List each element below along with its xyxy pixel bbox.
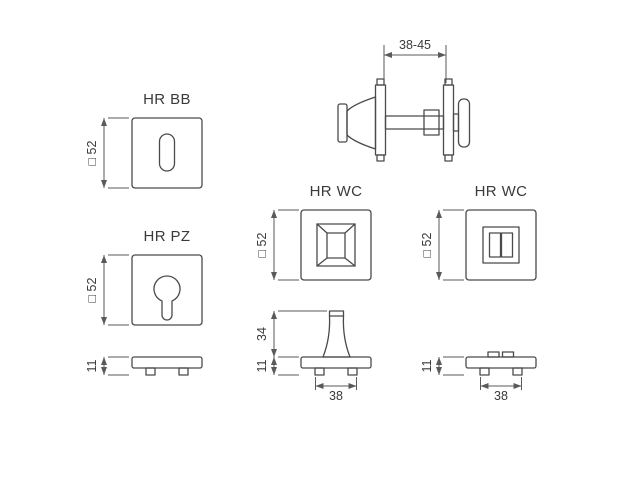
hr-bb-rosette	[131, 117, 203, 189]
hr-pz-rosette	[131, 254, 203, 326]
hr-wc-flat-title: HR WC	[475, 183, 528, 200]
knob-profile	[322, 310, 351, 358]
recess-bevel	[316, 223, 328, 234]
profile-plate	[300, 356, 372, 369]
dim-11-label: 11	[255, 359, 269, 372]
grip-bump	[501, 351, 515, 358]
dim-34-label: 34	[255, 327, 269, 341]
profile-foot	[479, 367, 490, 376]
wc-flat-recess	[482, 226, 520, 264]
profile-plate	[465, 356, 537, 369]
hr-bb-view: HR BB □ 52	[85, 91, 203, 189]
turn-knob-cap	[337, 103, 348, 143]
recess-bevel	[344, 257, 356, 267]
wc-recess-inner	[326, 232, 346, 259]
wc-flat-grip-left	[488, 232, 502, 258]
pz-cylinder-hole	[153, 275, 181, 321]
left-plate	[374, 84, 387, 156]
hr-wc-knob-title: HR WC	[310, 183, 363, 200]
wc-knob-profile-view: 34 11 38	[255, 310, 372, 403]
wc-flat-grip-right	[500, 232, 514, 258]
spindle	[384, 115, 445, 130]
profile-foot	[512, 367, 523, 376]
wc-set-side-view: 38-45	[337, 38, 471, 162]
right-plate-top-tab	[444, 78, 453, 86]
dim-11-label: 11	[420, 359, 434, 372]
dim-38-label: 38	[329, 389, 343, 403]
profile-foot	[314, 367, 325, 376]
dim-11-label: 11	[85, 359, 99, 372]
thumbturn-wing	[457, 98, 471, 148]
dim-52-label: □ 52	[420, 232, 434, 257]
profile-foot	[347, 367, 358, 376]
right-plate-bottom-tab	[444, 154, 453, 162]
hr-wc-knob-view: HR WC □ 52	[255, 183, 372, 281]
hr-pz-title: HR PZ	[144, 228, 191, 245]
dim-38-label: 38	[494, 389, 508, 403]
hr-wc-flat-view: HR WC □ 52	[420, 183, 537, 281]
dim-52-label: □ 52	[255, 232, 269, 257]
recess-bevel	[344, 223, 356, 234]
right-plate	[442, 84, 455, 156]
hr-wc-knob-rosette	[300, 209, 372, 281]
profile-plate	[131, 356, 203, 369]
spindle-hub	[423, 109, 440, 136]
hr-bb-title: HR BB	[143, 91, 191, 108]
left-plate-top-tab	[376, 78, 385, 86]
hr-wc-flat-rosette	[465, 209, 537, 281]
hr-pz-view: HR PZ □ 52	[85, 228, 203, 326]
grip-bump	[487, 351, 500, 358]
left-plate-bottom-tab	[376, 154, 385, 162]
thumbturn-neck	[452, 113, 460, 132]
profile-foot	[178, 367, 189, 376]
profile-foot	[145, 367, 156, 376]
dim-span-label: 38-45	[399, 38, 431, 52]
turn-knob-cone	[346, 96, 377, 150]
dim-52-label: □ 52	[85, 140, 99, 165]
dim-52-label: □ 52	[85, 277, 99, 302]
bb-keyhole	[158, 133, 176, 172]
wc-recess-outer	[316, 223, 356, 267]
recess-bevel	[316, 257, 328, 267]
wc-flat-profile-view: 11 38	[420, 351, 537, 403]
pz-profile-view: 11	[85, 356, 203, 376]
